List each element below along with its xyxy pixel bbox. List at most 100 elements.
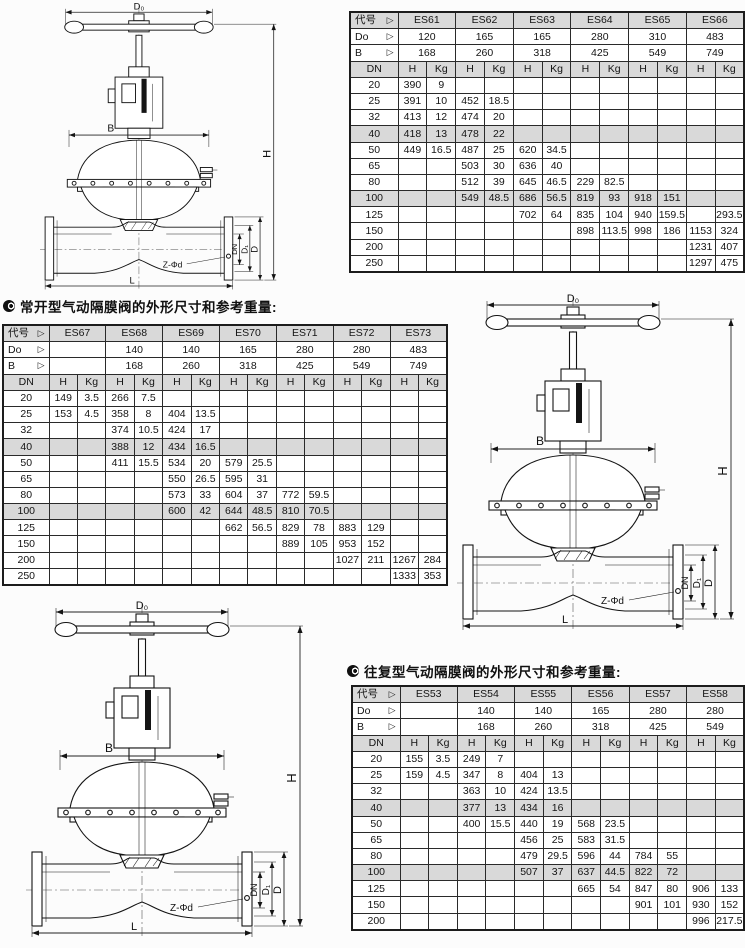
value-cell	[485, 880, 516, 898]
dim-label-d1: D₁	[692, 577, 703, 588]
value-cell: 645	[512, 173, 543, 192]
value-cell: 391	[397, 92, 428, 111]
value-cell	[426, 254, 457, 273]
value-cell: 3.5	[428, 750, 458, 768]
model-name-cell: ES61	[397, 11, 457, 30]
value-cell	[657, 831, 688, 849]
value-cell: 665	[571, 880, 602, 898]
dn-cell: 20	[2, 389, 50, 407]
value-cell	[456, 847, 487, 866]
value-cell	[399, 847, 430, 866]
dn-cell: 150	[349, 222, 399, 240]
value-cell	[397, 173, 428, 192]
value-cell: 568	[571, 815, 602, 833]
diagram-reciprocating-valve: D₀ B	[12, 600, 312, 940]
value-cell: 19	[542, 815, 573, 833]
h-header-cell: H	[456, 734, 487, 752]
dim-label-b: B	[536, 434, 544, 448]
value-cell: 15.5	[485, 815, 516, 833]
value-cell: 358	[105, 405, 135, 424]
h-header-cell: H	[455, 60, 485, 78]
model-name-cell: ES64	[570, 11, 630, 30]
value-cell	[389, 519, 419, 537]
value-cell	[389, 438, 419, 456]
value-cell: 388	[105, 438, 135, 456]
value-cell: 72	[657, 864, 688, 882]
value-cell	[514, 896, 544, 914]
triangle-icon: ▷	[386, 31, 394, 42]
value-cell: 129	[361, 519, 391, 537]
value-cell: 64	[541, 206, 572, 224]
value-cell: 4.5	[76, 405, 107, 424]
b-value-cell: 425	[628, 718, 688, 736]
dim-label-d: D	[272, 886, 284, 894]
h-header-cell: H	[686, 734, 716, 752]
value-cell: 475	[714, 254, 745, 273]
value-cell	[599, 76, 630, 94]
value-cell	[685, 141, 716, 159]
value-cell	[571, 896, 602, 914]
value-cell	[514, 912, 544, 931]
value-cell: 595	[219, 470, 249, 488]
value-cell: 507	[514, 864, 544, 882]
b-value-cell: 168	[456, 718, 516, 736]
value-cell: 452	[455, 92, 485, 111]
value-cell: 644	[219, 503, 249, 521]
value-cell	[428, 831, 458, 849]
value-cell	[361, 470, 391, 488]
value-cell	[656, 173, 687, 192]
value-cell	[219, 438, 249, 456]
do-value-cell: 280	[628, 702, 688, 720]
value-cell	[686, 815, 716, 833]
handwheel	[64, 13, 214, 34]
do-header-cell: Do▷	[351, 702, 401, 720]
value-cell	[48, 470, 78, 488]
value-cell: 20	[483, 109, 514, 127]
kg-header-cell: Kg	[656, 60, 687, 78]
value-cell	[456, 896, 487, 914]
b-value-cell: 549	[332, 357, 391, 375]
model-name-cell: ES58	[686, 685, 745, 704]
value-cell: 784	[628, 847, 659, 866]
do-label: Do	[355, 30, 369, 43]
value-cell	[571, 912, 602, 931]
b-value-cell: 749	[685, 44, 745, 62]
value-cell	[389, 470, 419, 488]
value-cell	[389, 405, 419, 424]
value-cell	[657, 750, 688, 768]
dn-cell: 25	[2, 405, 50, 424]
value-cell: 413	[397, 109, 428, 127]
value-cell: 353	[417, 567, 448, 586]
value-cell: 13	[542, 766, 573, 785]
value-cell	[686, 783, 716, 801]
value-cell	[275, 438, 306, 456]
do-value-cell: 165	[455, 28, 514, 46]
value-cell	[275, 405, 306, 424]
value-cell: 772	[275, 486, 306, 505]
value-cell	[304, 422, 334, 440]
value-cell	[389, 422, 419, 440]
value-cell: 377	[456, 799, 487, 817]
dim-label-b: B	[105, 741, 113, 755]
code-header-cell: 代号▷	[349, 11, 399, 30]
value-cell: 637	[571, 864, 602, 882]
value-cell: 12	[133, 438, 164, 456]
value-cell: 424	[162, 422, 192, 440]
value-cell	[628, 831, 659, 849]
value-cell: 15.5	[133, 454, 164, 472]
b-value-cell: 549	[628, 44, 687, 62]
value-cell	[426, 206, 457, 224]
model-name-cell: ES66	[685, 11, 745, 30]
h-header-cell: H	[389, 373, 419, 391]
bolt-hole	[225, 253, 232, 259]
dim-label-l: L	[131, 921, 137, 933]
value-cell	[426, 238, 457, 256]
stem-and-yoke	[107, 34, 164, 139]
value-cell	[570, 92, 601, 111]
actuator-dome	[66, 139, 218, 220]
kg-header-cell: Kg	[426, 60, 457, 78]
